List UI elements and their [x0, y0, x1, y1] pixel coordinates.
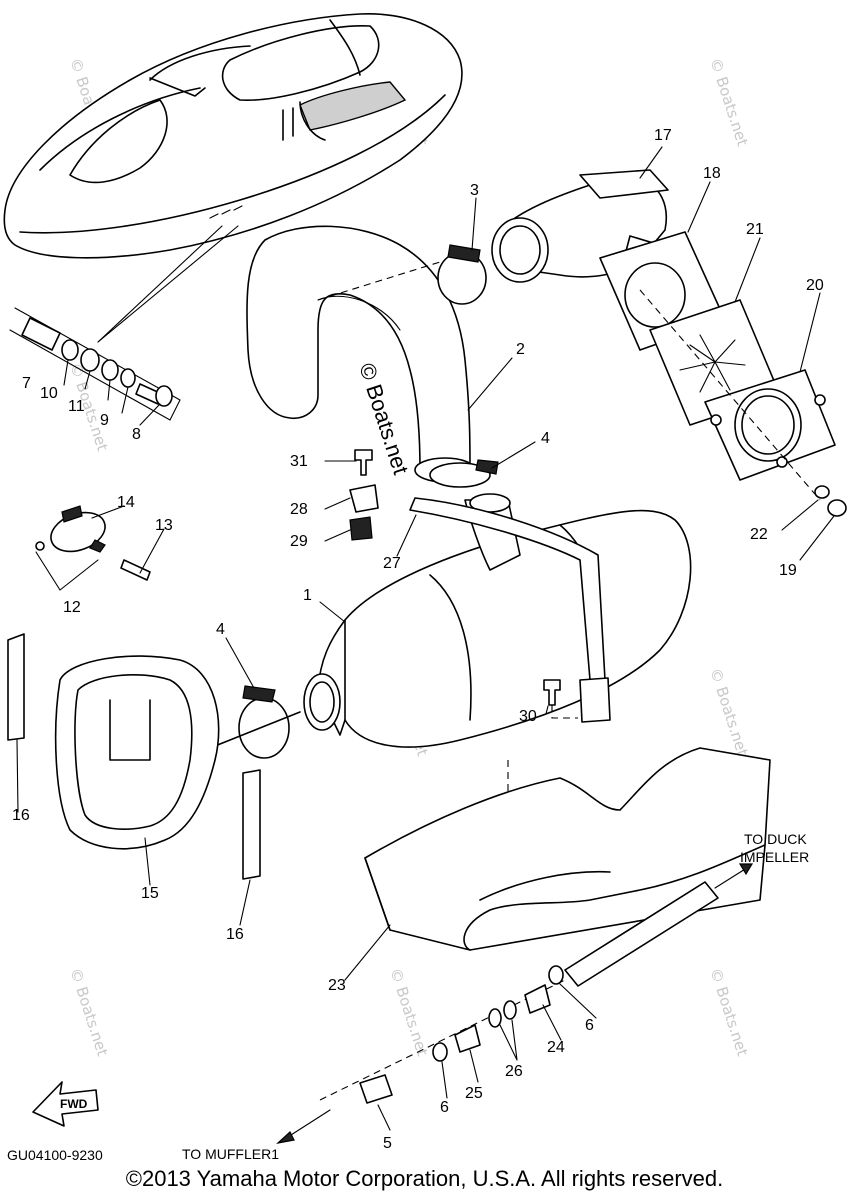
muffler-bed-23 — [364, 747, 771, 951]
connection-line — [209, 711, 301, 749]
note-to-muffler: TO MUFFLER1 — [182, 1146, 279, 1162]
callout-16: 16 — [12, 807, 30, 824]
callout-22: 22 — [750, 526, 768, 543]
callout-19: 19 — [779, 562, 797, 579]
alignment-line — [639, 289, 821, 501]
callout-21: 21 — [746, 221, 764, 238]
callout-13: 13 — [155, 517, 173, 534]
callout-17: 17 — [654, 127, 672, 144]
callout-12: 12 — [63, 599, 81, 616]
callout-2: 2 — [516, 341, 525, 358]
callout-11: 11 — [68, 398, 85, 415]
rubber-joint-15 — [54, 655, 220, 850]
gasket-plates — [599, 231, 836, 481]
callout-27: 27 — [383, 555, 401, 572]
callout-3: 3 — [470, 182, 479, 199]
bolt-31 — [354, 449, 373, 476]
strap-27-buckle — [579, 677, 611, 723]
hose-clamp-14-assembly — [35, 505, 151, 591]
callout-10: 10 — [40, 385, 58, 402]
callout-23: 23 — [328, 977, 346, 994]
catalog-code: GU04100-9230 — [7, 1147, 103, 1163]
callout-26: 26 — [505, 1063, 523, 1080]
arrow-head — [276, 1131, 295, 1144]
callout-leader-lines — [16, 146, 835, 1131]
callout-16: 16 — [226, 926, 244, 943]
fwd-label: FWD — [60, 1097, 88, 1111]
watermark-text: © Boats.net — [706, 666, 751, 759]
watermark-text: © Boats.net — [66, 966, 111, 1059]
callout-14: 14 — [117, 494, 135, 511]
callout-8: 8 — [132, 426, 141, 443]
note-impeller: IMPELLER — [740, 849, 810, 865]
copyright-notice: ©2013 Yamaha Motor Corporation, U.S.A. A… — [125, 1166, 724, 1191]
forward-arrow-icon: FWD — [32, 1081, 99, 1127]
callout-29: 29 — [290, 533, 308, 550]
callout-31: 31 — [290, 453, 308, 470]
bolt-30-path — [551, 705, 578, 719]
callout-7: 7 — [22, 375, 31, 392]
leader-line — [97, 225, 239, 343]
callout-28: 28 — [290, 501, 308, 518]
callout-18: 18 — [703, 165, 721, 182]
callout-25: 25 — [465, 1085, 483, 1102]
callout-5: 5 — [383, 1135, 392, 1152]
hose-assembly — [276, 863, 754, 1144]
watercraft-illustration — [3, 13, 463, 259]
damper-pad-16-left — [7, 633, 25, 741]
hose-clamp-4-upper — [429, 462, 491, 488]
washer-22 — [814, 485, 830, 499]
watermark-text: © Boats.net — [706, 966, 751, 1059]
callout-4: 4 — [541, 430, 550, 447]
callout-4: 4 — [216, 621, 225, 638]
bracket-28 — [349, 484, 379, 513]
callout-6: 6 — [440, 1099, 449, 1116]
leader-line — [97, 225, 223, 343]
hose-clamp-4-screw — [475, 459, 499, 475]
callout-30: 30 — [519, 708, 537, 725]
damper-29 — [349, 516, 373, 541]
callout-20: 20 — [806, 277, 824, 294]
callout-6: 6 — [585, 1017, 594, 1034]
hose-clamp-4-lower — [238, 697, 290, 759]
callout-1: 1 — [303, 587, 312, 604]
watermark-text: © Boats.net — [386, 966, 431, 1059]
note-to-duck: TO DUCK — [744, 831, 807, 847]
callout-9: 9 — [100, 412, 109, 429]
callout-24: 24 — [547, 1039, 565, 1056]
callout-15: 15 — [141, 885, 159, 902]
watermark-text: © Boats.net — [706, 56, 751, 149]
nut-19 — [827, 499, 847, 517]
bolt-30 — [543, 679, 561, 706]
hose-clamp-4-lower-screw — [242, 685, 276, 703]
damper-pad-16-right — [242, 769, 261, 880]
